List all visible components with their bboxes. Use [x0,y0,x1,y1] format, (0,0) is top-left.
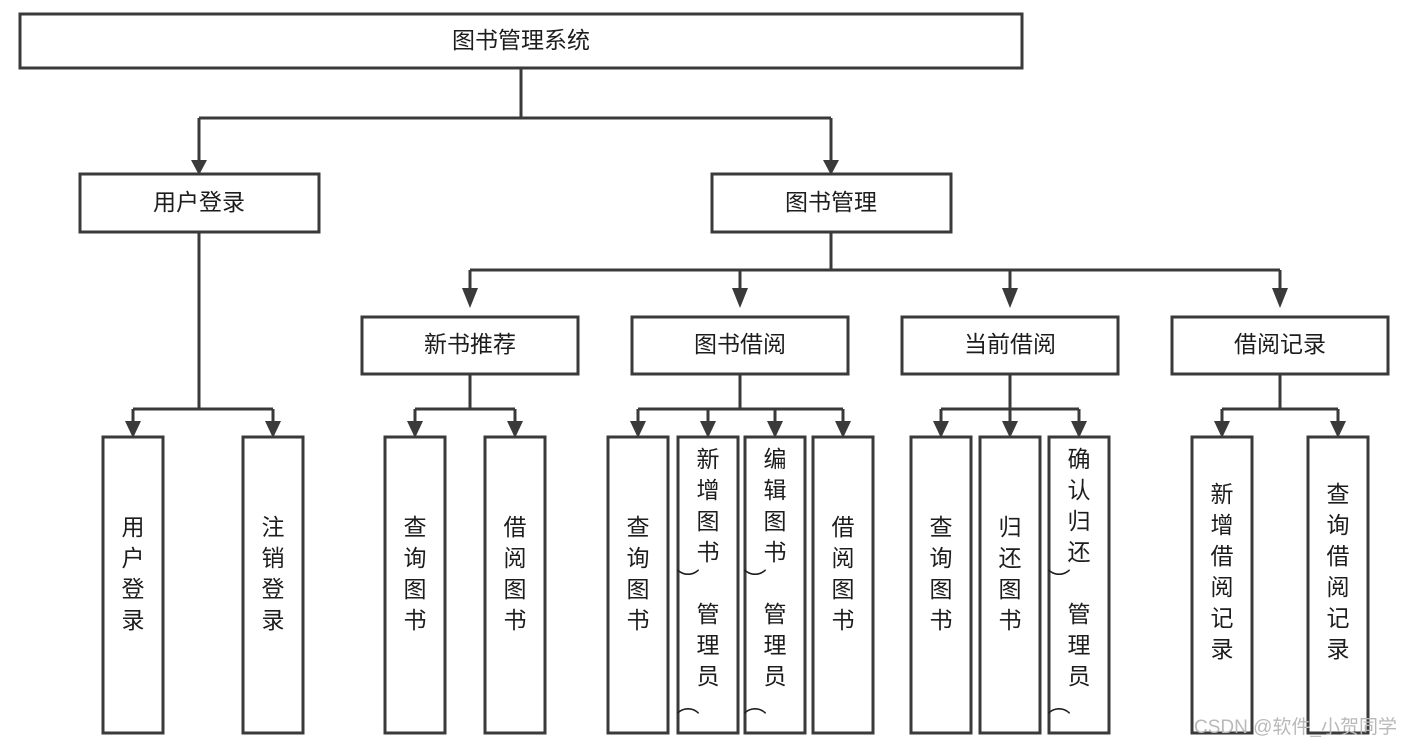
node-book-management[interactable]: 图书管理 [710,172,953,234]
current-borrow-box [900,315,1120,376]
arrowhead-to-book-borrow [732,288,748,308]
arrowhead-leaf-br-query [1330,421,1346,438]
leaf-node-cb-return-book[interactable]: 归还图书 [978,435,1042,735]
leaf-label-bb-add: 新增图书（管理员） [676,446,720,715]
edge-bookmanage-to-bus [468,232,1282,290]
leaf-node-bb-query-book[interactable]: 查询图书 [606,435,670,735]
current-borrow-label: 当前借阅 [964,331,1056,357]
leaf-box [1190,435,1254,735]
leaf-box [101,435,165,735]
leaf-node-cb-confirm-return[interactable]: 确认归还（管理员） [1047,435,1111,735]
leaf-box [1306,435,1370,735]
leaf-label-br-add: 新增借阅记录 [1211,481,1234,662]
leaf-box [1047,435,1111,735]
arrowhead-leaf-bb-borrow [835,421,851,438]
leaf-box [978,435,1042,735]
node-current-borrow[interactable]: 当前借阅 [900,315,1120,376]
edge-currentborrow-to-bus [939,374,1081,423]
book-management-box [710,172,953,234]
arrowhead-leaf-br-add [1214,421,1230,438]
leaf-node-cb-query-book[interactable]: 查询图书 [909,435,973,735]
arrowhead-leaf-user-login [125,421,141,438]
csdn-watermark: CSDN @软件_小贺同学 [1194,716,1397,738]
node-new-book-recommend[interactable]: 新书推荐 [360,315,580,376]
leaf-label-nb-borrow: 借阅图书 [504,514,527,633]
leaf-node-nb-query-book[interactable]: 查询图书 [383,435,447,735]
arrowhead-to-user-login [191,160,207,175]
leaf-node-user-login-action[interactable]: 用户登录 [101,435,165,735]
leaf-node-bb-borrow-book[interactable]: 借阅图书 [811,435,875,735]
arrowhead-leaf-cb-query [933,421,949,438]
edge-newbook-to-bus [413,374,517,423]
edge-userlogin-to-bus [131,232,275,423]
borrow-record-box [1170,315,1390,376]
leaf-label-nb-query: 查询图书 [404,514,427,633]
arrowhead-leaf-bb-edit [767,421,783,438]
leaf-node-logout[interactable]: 注销登录 [241,435,305,735]
leaf-box [241,435,305,735]
arrowhead-to-new-book [462,288,478,308]
leaf-node-br-query-record[interactable]: 查询借阅记录 [1306,435,1370,735]
leaf-label-bb-borrow: 借阅图书 [832,514,855,633]
borrow-record-label: 借阅记录 [1234,331,1326,357]
leaf-label-cb-query: 查询图书 [930,514,953,633]
leaf-node-bb-edit-book[interactable]: 编辑图书（管理员） [743,435,807,735]
book-borrow-box [630,315,850,376]
arrowhead-leaf-cb-confirm [1071,421,1087,438]
edge-borrowrecord-to-bus [1220,374,1340,423]
user-login-box [78,172,321,234]
arrowhead-to-current-borrow [1002,288,1018,308]
leaf-label-user-login: 用户登录 [122,514,145,633]
book-borrow-label: 图书借阅 [694,331,786,357]
leaf-label-br-query: 查询借阅记录 [1327,481,1350,662]
leaf-label-cb-return: 归还图书 [999,514,1022,633]
node-borrow-record[interactable]: 借阅记录 [1170,315,1390,376]
arrowhead-to-borrow-record [1272,288,1288,308]
arrowhead-leaf-bb-query [630,421,646,438]
edge-root-to-bus [197,68,833,160]
leaf-node-bb-add-book[interactable]: 新增图书（管理员） [676,435,740,735]
leaf-box [743,435,807,735]
leaf-label-bb-edit: 编辑图书（管理员） [743,446,787,715]
new-book-recommend-label: 新书推荐 [424,331,516,357]
connector-layer [125,68,1346,438]
leaf-box [606,435,670,735]
book-management-label: 图书管理 [785,189,877,215]
node-user-login[interactable]: 用户登录 [78,172,321,234]
leaf-label-bb-query: 查询图书 [627,514,650,633]
leaf-label-logout: 注销登录 [262,514,285,633]
new-book-recommend-box [360,315,580,376]
leaf-box [483,435,547,735]
leaf-node-br-add-record[interactable]: 新增借阅记录 [1190,435,1254,735]
arrowhead-leaf-cb-return [1002,421,1018,438]
leaf-box [676,435,740,735]
leaf-box [383,435,447,735]
edge-bookborrow-to-bus [636,374,845,423]
node-book-borrow[interactable]: 图书借阅 [630,315,850,376]
arrowhead-leaf-bb-add [700,421,716,438]
root-label: 图书管理系统 [452,27,590,53]
arrowhead-to-book-manage [823,160,839,175]
leaf-box [811,435,875,735]
node-root-book-management-system[interactable]: 图书管理系统 [18,12,1024,70]
arrowhead-leaf-nb-borrow [507,421,523,438]
leaf-node-nb-borrow-book[interactable]: 借阅图书 [483,435,547,735]
user-login-label: 用户登录 [153,189,245,215]
leaf-box [909,435,973,735]
leaf-label-cb-confirm: 确认归还（管理员） [1047,446,1091,715]
arrowhead-leaf-logout [265,421,281,438]
root-box [18,12,1024,70]
arrowhead-leaf-nb-query [407,421,423,438]
